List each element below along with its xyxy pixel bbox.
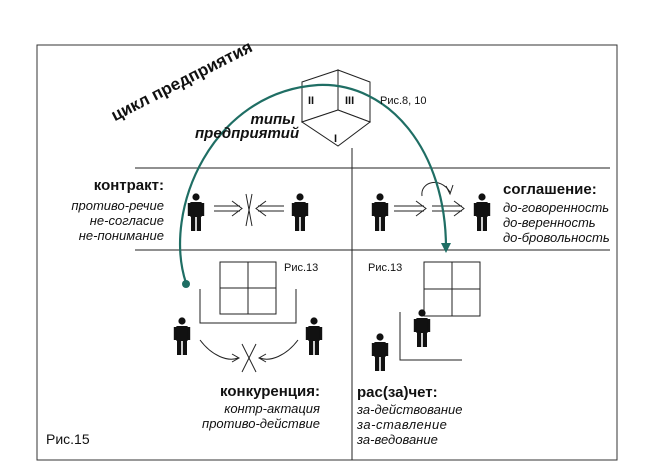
competition-right-person (305, 317, 323, 355)
figure-caption: Рис.15 (46, 431, 90, 447)
settlement-title: рас(за)чет: (357, 384, 438, 401)
cycle-arrow (178, 83, 451, 284)
contract-line-1: противо-речие (71, 198, 164, 213)
competition-line-2: противо-действие (202, 416, 320, 431)
settlement-line-1: за-действование (357, 402, 463, 417)
competition-left-person (173, 317, 191, 355)
settlement-line-3: за-ведование (357, 432, 438, 447)
competition-matrix (199, 261, 297, 324)
agreement-line-3: до-бровольность (503, 230, 610, 245)
agreement-arrows (394, 182, 465, 217)
cube-face-2: II (308, 95, 315, 107)
contract-right-person (291, 193, 309, 231)
contract-left-person (187, 193, 205, 231)
types-label-line2: предприятий (195, 125, 300, 142)
types-label-line1: типы (250, 111, 295, 128)
cycle-start-dot (182, 280, 190, 288)
agreement-line-2: до-веренность (503, 215, 596, 230)
cube-face-3: III (345, 95, 355, 107)
settlement-figure-ref: Рис.13 (368, 262, 403, 274)
contract-title: контракт: (93, 177, 164, 194)
settlement-lower-person (371, 333, 389, 371)
cube-icon (300, 69, 372, 147)
competition-title: конкуренция: (220, 383, 320, 400)
settlement-upper-person (413, 309, 431, 347)
outer-frame (36, 44, 618, 461)
cube-face-1: I (334, 133, 338, 145)
agreement-line-1: до-говоренность (503, 200, 610, 215)
competition-arrows (199, 339, 299, 373)
agreement-title: соглашение: (503, 181, 597, 198)
contract-arrows (214, 193, 284, 227)
competition-line-1: контр-актация (224, 401, 320, 416)
agreement-left-person (371, 193, 389, 231)
contract-line-2: не-согласие (89, 213, 164, 228)
contract-line-3: не-понимание (78, 228, 164, 243)
settlement-matrix (399, 261, 481, 361)
agreement-right-person (473, 193, 491, 231)
settlement-line-2: за-ставление (357, 417, 448, 432)
types-figure-ref: Рис.8, 10 (380, 95, 427, 107)
competition-figure-ref: Рис.13 (284, 262, 319, 274)
